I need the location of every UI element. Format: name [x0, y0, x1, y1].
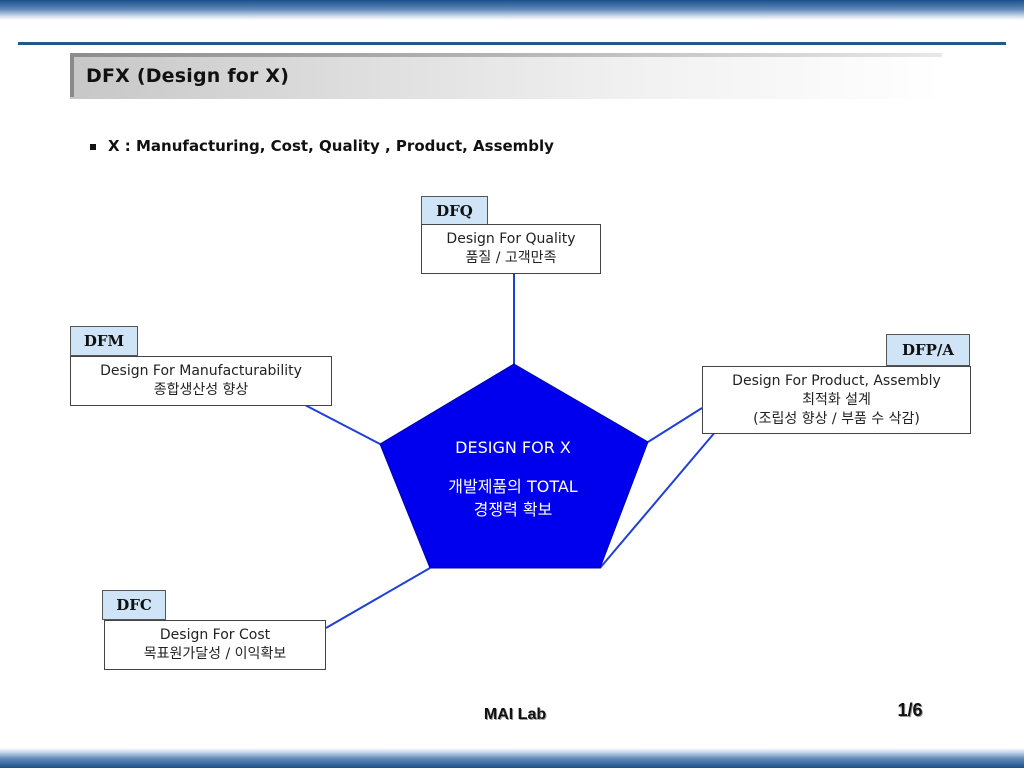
design-for-x-pentagon	[379, 363, 649, 569]
dfq-line-1: Design For Quality	[446, 231, 576, 247]
bottom-gradient-band	[0, 748, 1024, 768]
pentagon-label: DESIGN FOR X 개발제품의 TOTAL 경쟁력 확보	[393, 436, 633, 521]
bullet-text: X : Manufacturing, Cost, Quality , Produ…	[108, 137, 554, 155]
dfm-line-2: 종합생산성 향상	[153, 382, 249, 398]
footer-lab-name: MAI Lab	[483, 706, 547, 723]
dfpa-tag: DFP/A	[886, 334, 970, 366]
dfpa-line-1: Design For Product, Assembly	[732, 373, 941, 389]
square-bullet-icon	[90, 144, 96, 150]
dfm-box: Design For Manufacturability 종합생산성 향상	[70, 356, 332, 406]
connector-dfm	[304, 404, 381, 445]
dfc-line-2: 목표원가달성 / 이익확보	[143, 646, 287, 662]
connector-dfpa-upper	[647, 407, 703, 443]
dfq-box: Design For Quality 품질 / 고객만족	[421, 224, 601, 274]
page-number: 1/6	[897, 700, 923, 720]
dfc-tag: DFC	[102, 590, 166, 620]
top-divider-rule	[18, 42, 1006, 45]
connector-dfc	[325, 567, 431, 629]
top-gradient-band	[0, 0, 1024, 20]
dfpa-line-3: (조립성 향상 / 부품 수 삭감)	[753, 411, 920, 427]
bullet-item: X : Manufacturing, Cost, Quality , Produ…	[90, 136, 554, 156]
title-accent	[70, 57, 74, 97]
dfc-line-1: Design For Cost	[159, 627, 271, 643]
connector-dfpa-lower	[599, 430, 717, 569]
dfm-line-1: Design For Manufacturability	[100, 363, 302, 379]
title-bar: DFX (Design for X)	[70, 53, 942, 99]
center-line-3: 경쟁력 확보	[473, 500, 553, 519]
center-line-2: 개발제품의 TOTAL	[448, 477, 578, 496]
dfq-tag: DFQ	[421, 196, 488, 226]
page-title: DFX (Design for X)	[86, 65, 290, 87]
center-title: DESIGN FOR X	[455, 438, 571, 457]
dfpa-box: Design For Product, Assembly 최적화 설계 (조립성…	[702, 366, 971, 434]
dfm-tag: DFM	[70, 326, 138, 356]
dfpa-line-2: 최적화 설계	[802, 392, 871, 408]
dfq-line-2: 품질 / 고객만족	[465, 250, 557, 266]
dfc-box: Design For Cost 목표원가달성 / 이익확보	[104, 620, 326, 670]
